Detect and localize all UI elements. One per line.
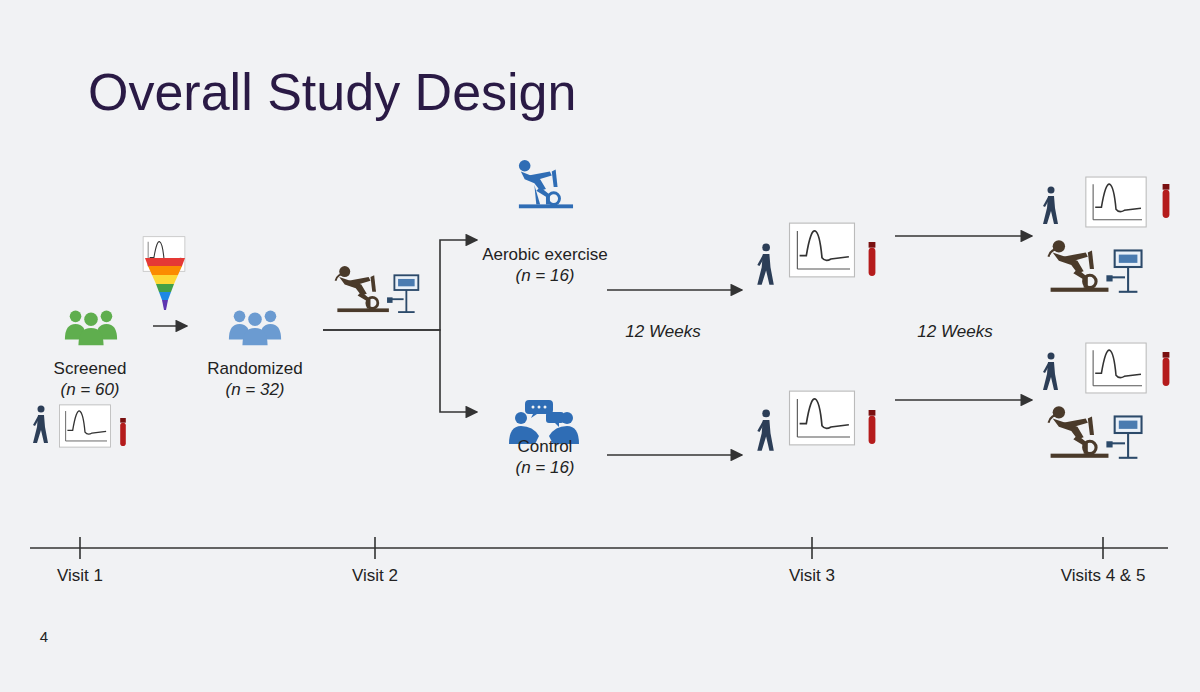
group-name: Control <box>479 436 611 457</box>
group-name: Aerobic exercise <box>479 244 611 265</box>
sample-size: (n = 60) <box>29 379 151 400</box>
group-node: Aerobic exercise(n = 16) <box>479 156 611 286</box>
waveform-icon <box>1086 343 1146 393</box>
group-name: Screened <box>29 358 151 379</box>
funnel-icon <box>145 258 185 310</box>
exercise-icon <box>519 160 573 208</box>
visit-label: Visit 1 <box>57 566 103 586</box>
waveform-icon <box>1086 177 1146 227</box>
waveform-icon <box>790 223 855 277</box>
cycle-test-icon <box>336 266 419 312</box>
visit-label: Visit 3 <box>789 566 835 586</box>
duration-label: 12 Weeks <box>625 322 700 342</box>
sample-size: (n = 16) <box>479 457 611 478</box>
walk-icon <box>1043 187 1058 225</box>
flow-arrow <box>323 330 477 412</box>
blood-tube-icon <box>1163 184 1170 218</box>
walk-icon <box>33 406 48 444</box>
visit-label: Visit 2 <box>352 566 398 586</box>
tick <box>811 537 813 559</box>
walk-icon <box>1043 353 1058 391</box>
cycle-test-icon <box>1049 240 1142 292</box>
flow-arrow <box>153 325 187 327</box>
timeline <box>30 547 1168 549</box>
people-icon <box>229 311 281 346</box>
cycle-test-icon <box>1049 406 1142 458</box>
tick <box>374 537 376 559</box>
blood-tube-icon <box>120 418 126 446</box>
group-name: Randomized <box>189 358 321 379</box>
group-node: Randomized(n = 32) <box>189 302 321 400</box>
sample-size: (n = 16) <box>479 265 611 286</box>
visit-label: Visits 4 & 5 <box>1061 566 1146 586</box>
walk-icon <box>757 410 774 451</box>
arrow <box>607 454 742 456</box>
duration-label: 12 Weeks <box>917 322 992 342</box>
tick <box>79 537 81 559</box>
slide-number: 4 <box>40 628 48 645</box>
waveform-icon <box>59 405 110 447</box>
walk-icon <box>757 244 774 285</box>
arrow <box>607 289 742 291</box>
slide-title: Overall Study Design <box>88 62 576 122</box>
group-node: Control(n = 16) <box>479 396 611 478</box>
arrow <box>895 399 1032 401</box>
blood-tube-icon <box>869 410 876 444</box>
group-node: Screened(n = 60) <box>29 302 151 400</box>
tick <box>1102 537 1104 559</box>
arrow <box>895 235 1032 237</box>
flow-arrow <box>323 240 477 330</box>
blood-tube-icon <box>1163 352 1170 386</box>
sample-size: (n = 32) <box>189 379 321 400</box>
people-icon <box>65 311 117 346</box>
blood-tube-icon <box>869 242 876 276</box>
waveform-icon <box>790 391 855 445</box>
